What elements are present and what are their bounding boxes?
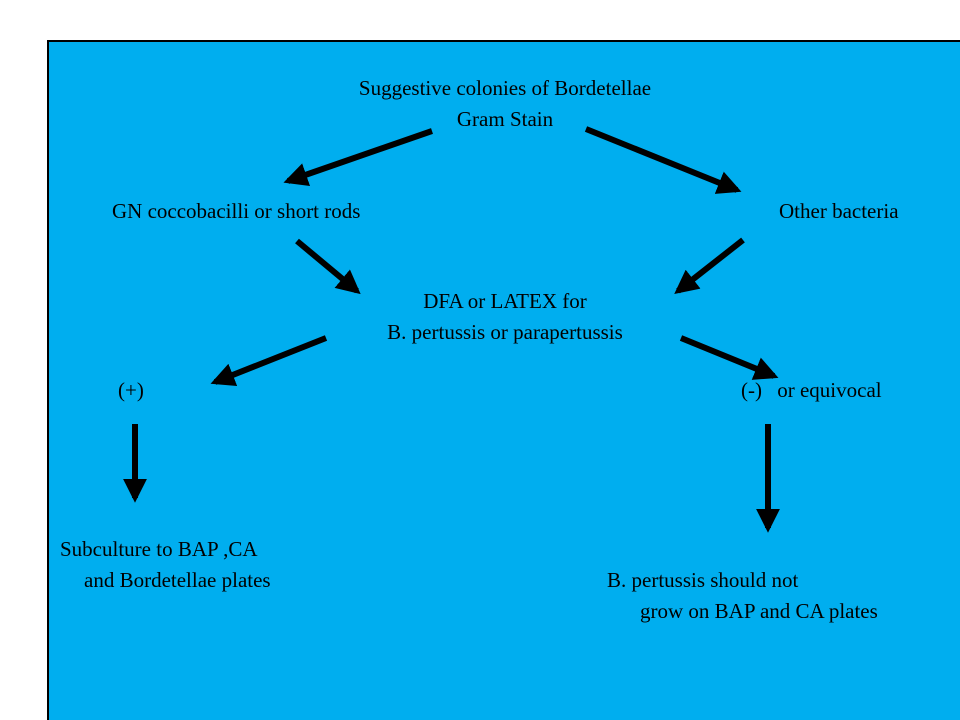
node-not-grow-line1: B. pertussis should not <box>607 568 799 592</box>
node-subculture: Subculture to BAP ,CA and Bordetellae pl… <box>60 534 271 596</box>
node-dfa-line1: DFA or LATEX for <box>423 289 587 313</box>
node-start-line1: Suggestive colonies of Bordetellae <box>358 76 652 100</box>
node-not-grow-line2: grow on BAP and CA plates <box>640 599 878 623</box>
arrow-dfa-to-positive <box>210 335 328 387</box>
node-subculture-line1: Subculture to BAP ,CA <box>60 537 258 561</box>
node-other-bacteria: Other bacteria <box>779 199 899 223</box>
arrow-gn-to-dfa <box>295 238 361 295</box>
node-start-line2: Gram Stain <box>456 107 554 131</box>
node-not-grow: B. pertussis should not grow on BAP and … <box>607 565 878 627</box>
arrow-other-to-dfa <box>674 237 745 294</box>
arrow-gram-to-gn <box>283 128 433 187</box>
node-negative: (-) or equivocal <box>741 375 882 406</box>
node-negative-sign: (-) <box>741 378 762 402</box>
node-subculture-line2: and Bordetellae plates <box>84 568 271 592</box>
node-gn-coccobacilli: GN coccobacilli or short rods <box>112 199 361 223</box>
slide-background <box>47 40 960 720</box>
arrow-dfa-to-negative <box>679 335 779 380</box>
node-dfa-latex: DFA or LATEX for B. pertussis or paraper… <box>305 286 705 348</box>
node-dfa-line2: B. pertussis or parapertussis <box>387 320 623 344</box>
node-positive: (+) <box>118 378 144 402</box>
arrow-gram-to-other <box>584 126 742 194</box>
node-start: Suggestive colonies of Bordetellae Gram … <box>255 73 755 135</box>
node-negative-suffix: or equivocal <box>777 378 882 402</box>
